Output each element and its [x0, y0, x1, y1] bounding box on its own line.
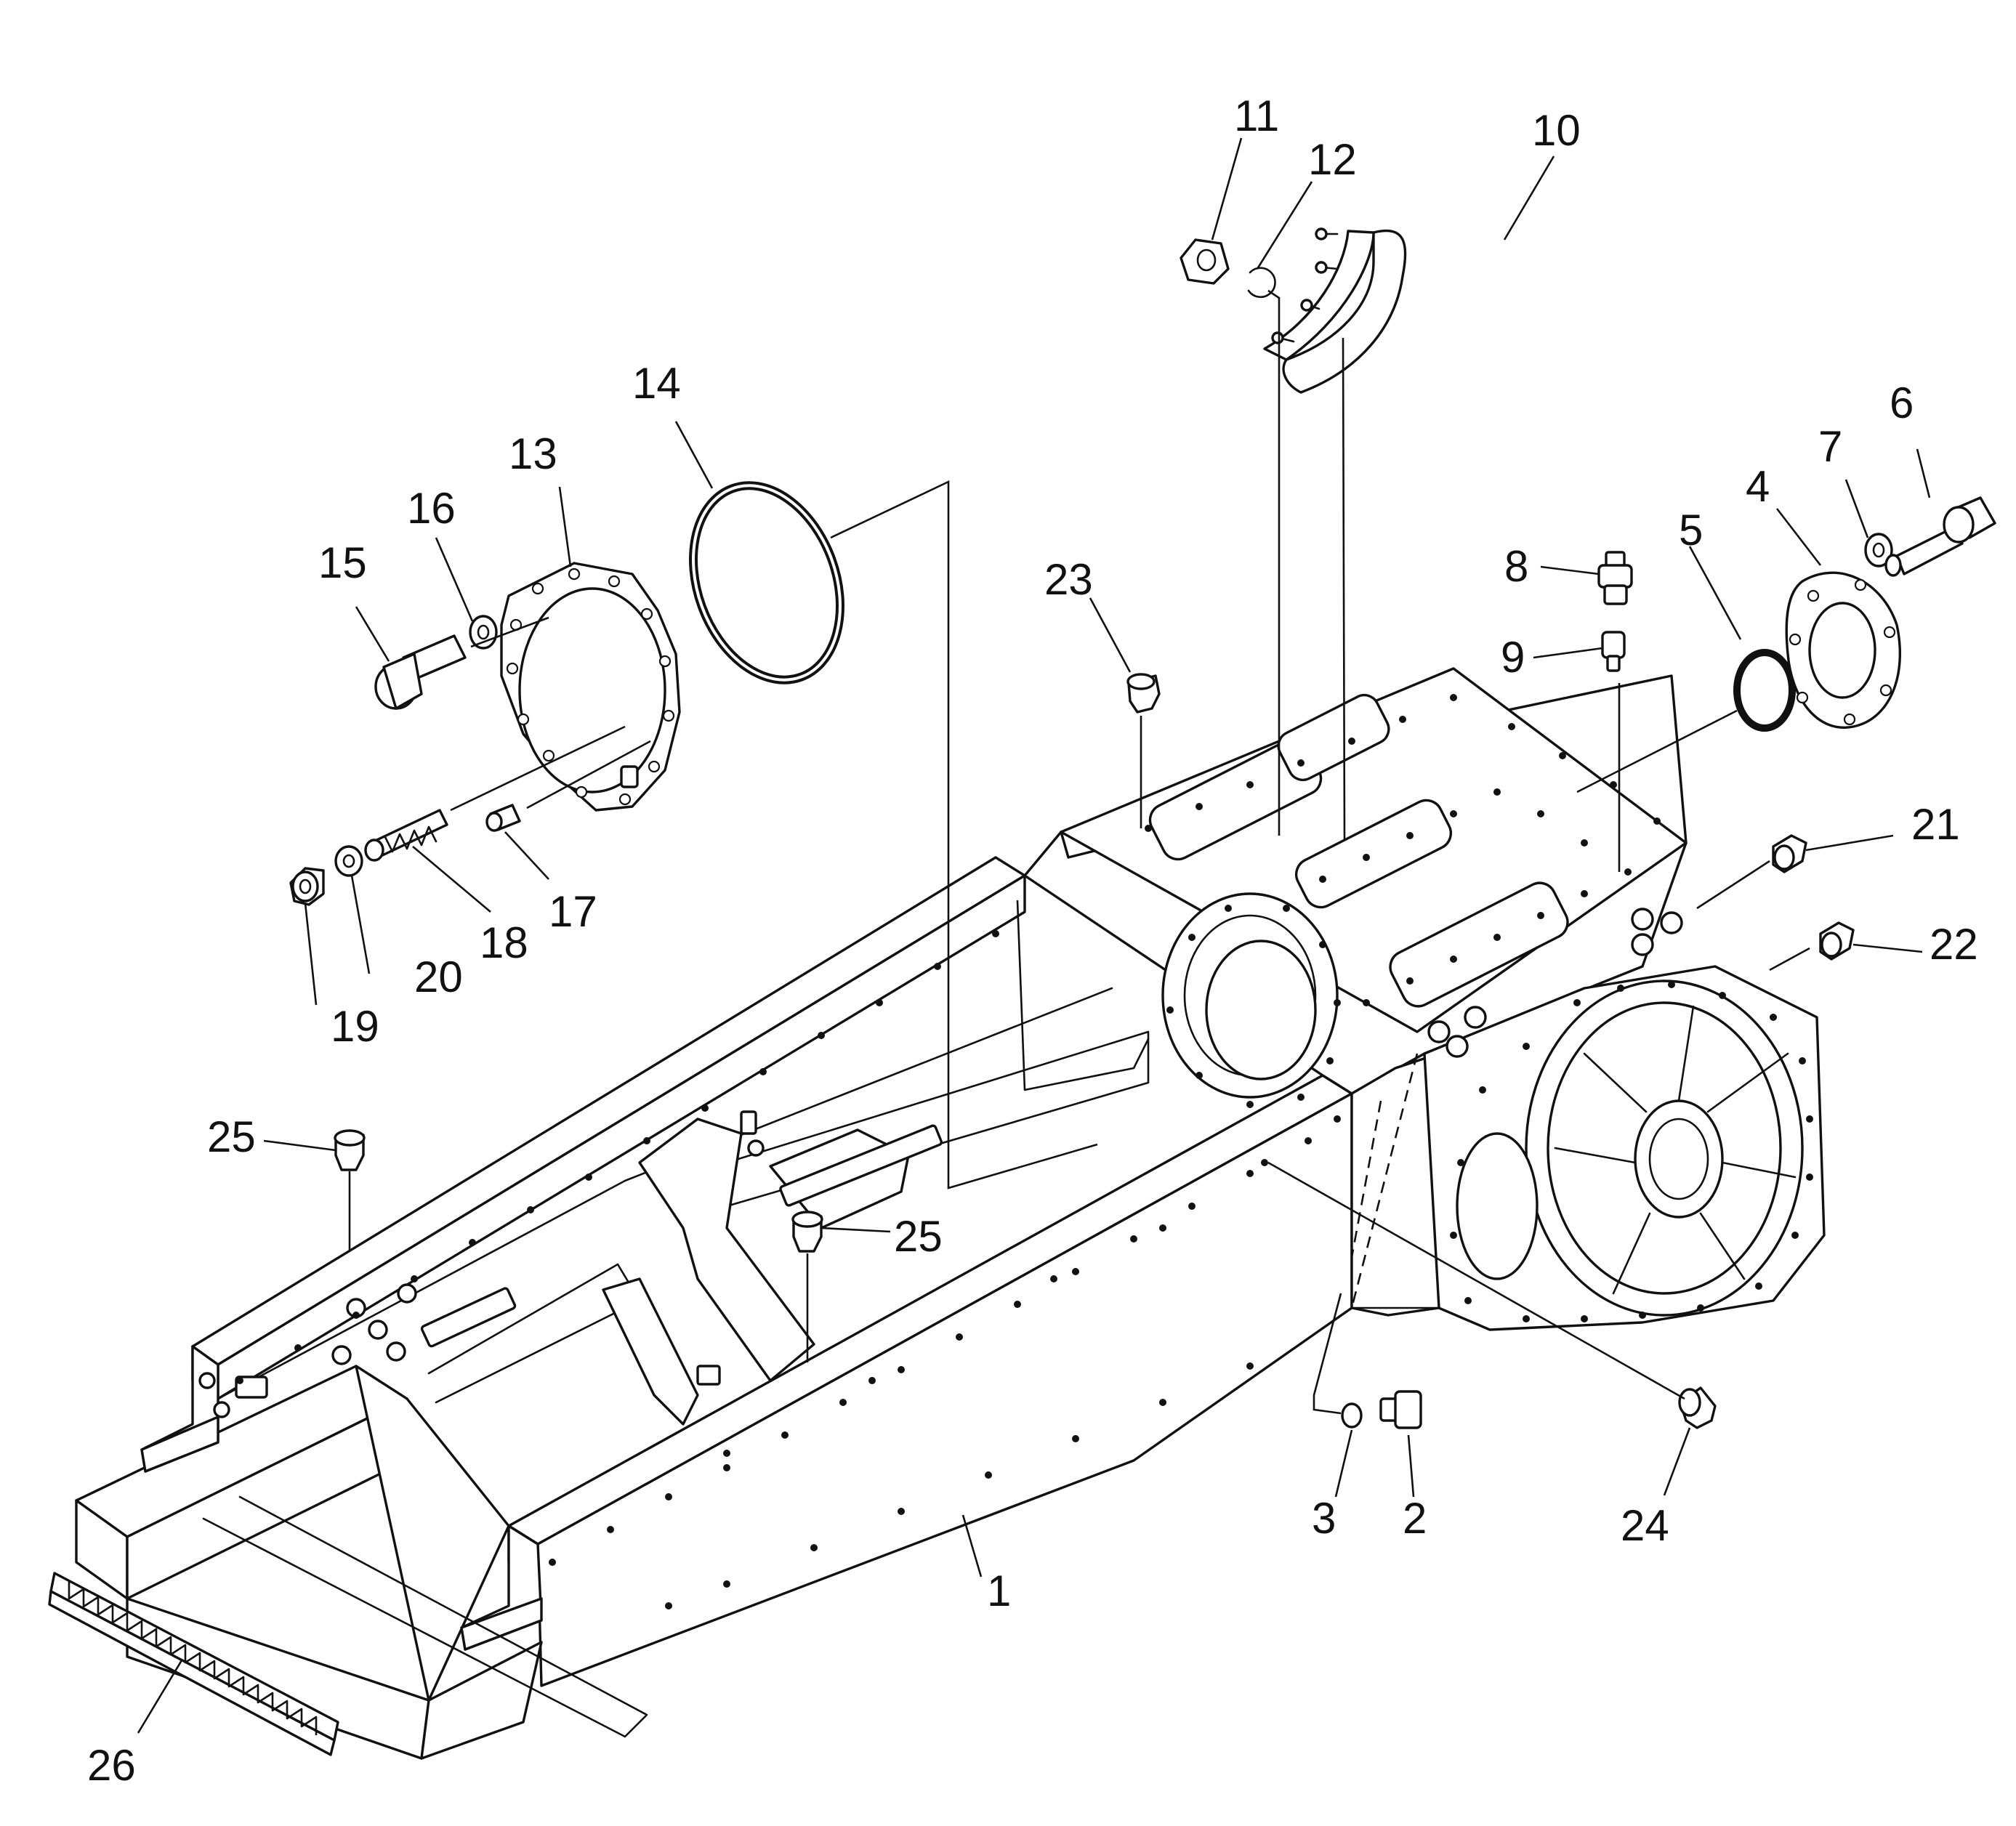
tapered-plug-23: [1126, 673, 1161, 714]
callout-18: 18: [480, 918, 528, 967]
callout-20: 20: [414, 953, 463, 1001]
callout-25-center: 25: [894, 1212, 943, 1261]
callout-21: 21: [1911, 800, 1960, 849]
callout-24: 24: [1621, 1501, 1669, 1550]
frame-bosses: [198, 1110, 943, 1418]
snap-ring-12: [1247, 267, 1276, 299]
tapered-plug-25-left: [334, 1129, 366, 1171]
callout-7: 7: [1818, 422, 1842, 471]
callout-16: 16: [407, 484, 456, 533]
flange-plate-4: [1785, 571, 1901, 729]
callout-17: 17: [549, 887, 597, 936]
callout-14: 14: [632, 359, 681, 408]
callout-9: 9: [1501, 633, 1525, 682]
callout-26: 26: [87, 1741, 136, 1790]
drain-plug-2: [1379, 1390, 1422, 1429]
callout-4: 4: [1746, 462, 1770, 511]
callout-2: 2: [1403, 1494, 1427, 1543]
flange-cover: [500, 562, 681, 812]
callout-1: 1: [987, 1567, 1011, 1615]
rail-holes: [236, 694, 1813, 1609]
callout-6: 6: [1890, 379, 1914, 427]
washer-16: [469, 615, 498, 650]
callout-19: 19: [331, 1002, 379, 1051]
flange-bolts: [1427, 908, 1683, 1058]
retainer-plate-10: [1263, 227, 1407, 394]
plug-9: [1601, 631, 1626, 672]
large-o-ring: [689, 481, 844, 684]
callout-13: 13: [509, 429, 557, 478]
plug-21: [1772, 834, 1807, 873]
bolt-6: [1884, 496, 1996, 577]
callout-15: 15: [318, 538, 367, 587]
o-ring-3: [1341, 1402, 1363, 1429]
side-plate-holes: [723, 1115, 1341, 1457]
callout-23: 23: [1044, 555, 1093, 604]
dowel-pin-17: [485, 804, 521, 832]
callout-leaders: [137, 137, 1931, 1734]
main-frame: [75, 667, 1826, 1760]
assembly-lines: [348, 289, 1810, 1415]
callout-8: 8: [1504, 542, 1528, 591]
nut-19: [289, 867, 325, 906]
tapered-plug-25-center: [791, 1211, 823, 1253]
plug-22: [1819, 921, 1855, 961]
callout-22: 22: [1930, 920, 1978, 969]
callout-12: 12: [1308, 135, 1357, 184]
tapered-plug-24: [1678, 1386, 1717, 1429]
callout-3: 3: [1312, 1494, 1336, 1543]
stud-18: [364, 809, 448, 862]
callout-10: 10: [1532, 106, 1581, 155]
washer-7: [1864, 533, 1893, 567]
nut-11: [1180, 238, 1230, 285]
plug-8: [1597, 551, 1633, 605]
wear-strip: [48, 1572, 339, 1756]
callout-25-left: 25: [207, 1112, 256, 1161]
callout-labels: 1 2 3 4 5 6 7 8 9 10 11 12 13 14 15 16 1…: [87, 92, 1978, 1790]
small-o-ring-5: [1733, 649, 1796, 732]
callout-11: 11: [1234, 92, 1279, 140]
washer-20: [334, 845, 363, 877]
bolt-15: [374, 634, 467, 710]
callout-5: 5: [1679, 506, 1703, 554]
